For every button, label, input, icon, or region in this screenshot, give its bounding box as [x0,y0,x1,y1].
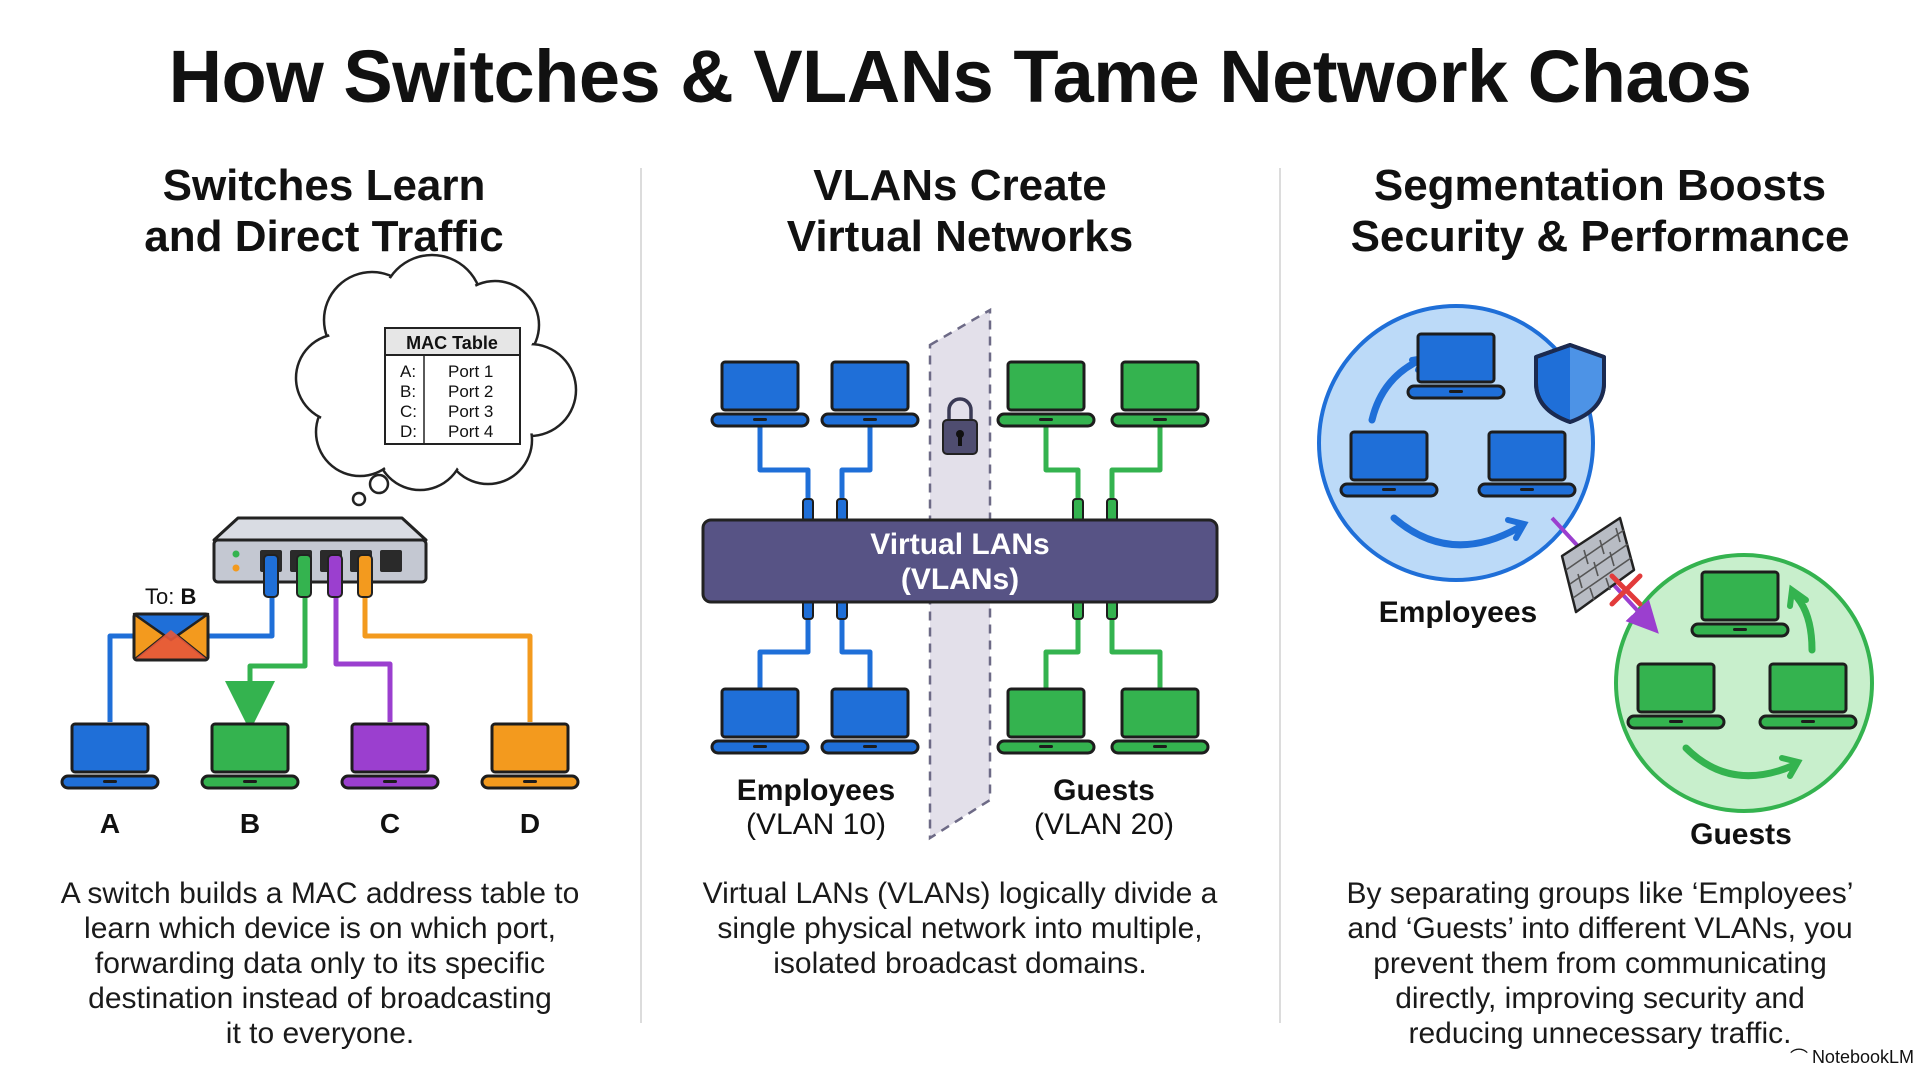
mac-table-row-4-port: Port 4 [448,422,493,441]
vlan-cables [757,425,1163,690]
laptop-icon-employee-top-2 [820,360,920,428]
panel-1-description-line-5: it to everyone. [225,1017,415,1050]
notebooklm-logo-icon: ⌒ [1789,1048,1808,1068]
envelope-label-prefix: To: [145,584,180,609]
panel-divider-2 [1279,168,1281,1023]
watermark: ⌒ NotebookLM [1790,1044,1914,1070]
envelope-label-target: B [180,584,196,609]
panel-2-title-line-1: VLANs Create [813,161,1107,210]
panel-3-description-line-1: By separating groups like ‘Employees’ [1346,877,1854,910]
panel-1-description-line-4: destination instead of broadcasting [88,982,552,1015]
laptop-icon-employee-bottom-2 [820,687,920,755]
laptop-icon-guest-zone-2 [1626,662,1726,730]
firewall-icon [1560,516,1636,614]
envelope-label: To: B [145,584,196,609]
panel-2-title-line-2: Virtual Networks [786,212,1134,261]
panel-2-description-line-3: isolated broadcast domains. [773,947,1147,980]
laptop-icon-employee-zone-3 [1477,430,1577,498]
panel-1-title-line-2: and Direct Traffic [144,212,504,261]
laptop-icon-d [480,722,580,790]
page-title: How Switches & VLANs Tame Network Chaos [168,35,1752,118]
panel-divider-1 [640,168,642,1023]
mac-table-row-2-port: Port 2 [448,382,493,401]
panel-1-title-line-1: Switches Learn [162,161,486,210]
blocked-cross-icon [1609,573,1643,607]
mac-table-row-1-device: A: [400,362,416,381]
device-label-d: D [520,808,540,839]
switch-cables [107,578,533,731]
panel-1-description-line-1: A switch builds a MAC address table to [60,877,580,910]
laptop-icon-guest-bottom-1 [996,687,1096,755]
vlan-bar-label-line-2: (VLANs) [901,563,1019,596]
envelope-icon [132,612,210,662]
laptop-icon-employee-zone-2 [1339,430,1439,498]
panel-3-description-line-3: prevent them from communicating [1373,947,1827,980]
laptop-icon-b [200,722,300,790]
vlan-group-guests-id: (VLAN 20) [1034,808,1174,841]
panel-2-description-line-2: single physical network into multiple, [717,912,1203,945]
panel-3-description-line-5: reducing unnecessary traffic. [1408,1017,1792,1050]
laptop-icon-guest-zone-3 [1758,662,1858,730]
panel-3-description-line-4: directly, improving security and [1395,982,1805,1015]
panel-3-title-line-2: Security & Performance [1350,212,1850,261]
panel-2-title: VLANs Create Virtual Networks [650,160,1270,262]
mac-table-row-4-device: D: [400,422,417,441]
panel-3-description: By separating groups like ‘Employees’ an… [1300,876,1900,1051]
padlock-icon [942,397,978,455]
mac-table-row-2-device: B: [400,382,416,401]
guests-cycle-arrows [1682,584,1816,780]
panel-1-description-line-3: forwarding data only to its specific [94,947,546,980]
laptop-icon-guest-bottom-2 [1110,687,1210,755]
vlan-bar-label-line-1: Virtual LANs [870,528,1050,561]
panel-3-description-line-2: and ‘Guests’ into different VLANs, you [1347,912,1853,945]
shield-icon [1534,343,1606,424]
device-label-b: B [240,808,260,839]
panel-1-title: Switches Learn and Direct Traffic [14,160,634,262]
zone-label-guests: Guests [1690,818,1792,851]
mac-table-row-3-device: C: [400,402,417,421]
laptop-icon-c [340,722,440,790]
employees-zone [1317,304,1595,582]
mac-table-row-1-port: Port 1 [448,362,493,381]
laptop-icon-employee-bottom-1 [710,687,810,755]
network-switch [212,516,428,598]
mac-table: MAC Table A: Port 1 B: Port 2 C: Port 3 … [384,327,521,445]
device-label-c: C [380,808,400,839]
panel-1-description: A switch builds a MAC address table to l… [20,876,620,1051]
laptop-icon-guest-top-1 [996,360,1096,428]
panel-3-title-line-1: Segmentation Boosts [1373,161,1827,210]
mac-table-header: MAC Table [406,333,498,353]
watermark-text: NotebookLM [1811,1046,1914,1067]
laptop-icon-employee-top-1 [710,360,810,428]
panel-3-title: Segmentation Boosts Security & Performan… [1290,160,1910,262]
laptop-icon-guest-top-2 [1110,360,1210,428]
laptop-icon-employee-zone-1 [1406,332,1506,400]
laptop-icon-guest-zone-1 [1690,570,1790,638]
panel-2-description: Virtual LANs (VLANs) logically divide a … [660,876,1260,981]
panel-1-description-line-2: learn which device is on which port, [84,912,556,945]
zone-label-employees: Employees [1379,596,1537,629]
panel-2-description-line-1: Virtual LANs (VLANs) logically divide a [702,877,1218,910]
vlan-group-employees-name: Employees [737,774,895,807]
device-label-a: A [100,808,120,839]
laptop-icon-a [60,722,160,790]
mac-table-row-3-port: Port 3 [448,402,493,421]
vlan-group-guests-name: Guests [1053,774,1155,807]
vlan-group-employees-id: (VLAN 10) [746,808,886,841]
vlan-bar [701,518,1219,604]
